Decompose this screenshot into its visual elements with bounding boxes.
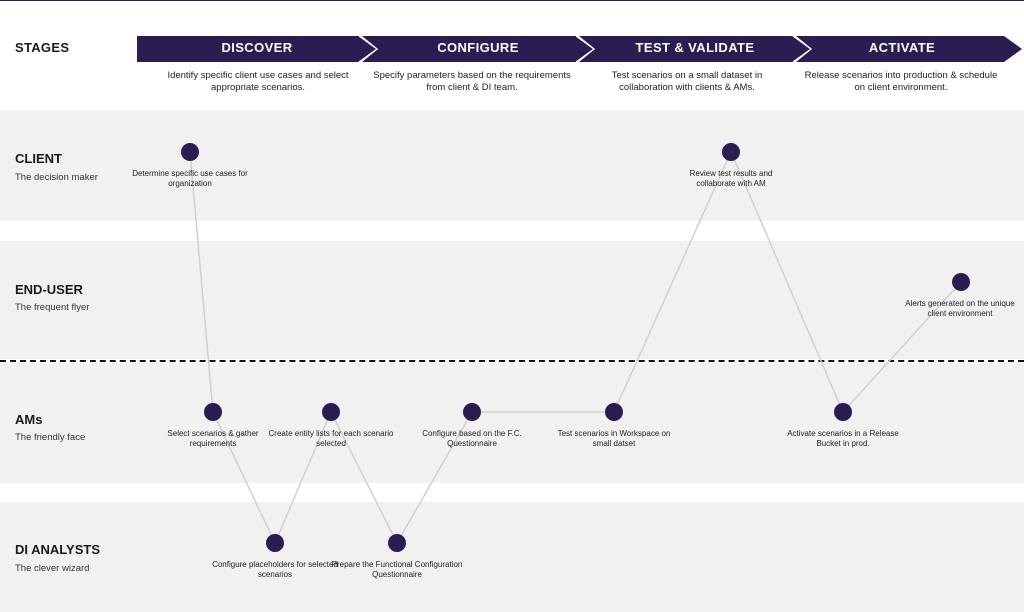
step-label-2: Select scenarios & gather requirements [167, 429, 259, 448]
top-rule [0, 0, 1024, 1]
internal-external-divider [0, 360, 1024, 362]
lane-subtitle-ams: The friendly face [15, 432, 86, 443]
step-node-1[interactable] [181, 143, 199, 161]
stage-chevron-bar [137, 35, 1022, 63]
stage-title-configure: CONFIGURE [437, 40, 519, 55]
stage-desc-test-validate: Test scenarios on a small dataset in col… [611, 70, 763, 93]
step-node-10[interactable] [952, 273, 970, 291]
stage-desc-configure: Specify parameters based on the requirem… [373, 70, 571, 93]
lane-subtitle-end-user: The frequent flyer [15, 302, 90, 313]
stage-title-activate: ACTIVATE [868, 40, 936, 55]
lane-band-di-analysts [0, 502, 1024, 612]
step-label-5: Prepare the Functional Configuration Que… [331, 560, 463, 579]
stage-chevron-configure [362, 36, 594, 62]
step-node-6[interactable] [463, 403, 481, 421]
stages-heading: STAGES [15, 40, 70, 55]
step-node-8[interactable] [722, 143, 740, 161]
lane-title-ams: AMs [15, 412, 43, 427]
step-label-6: Configure based on the F.C. Questionnair… [422, 429, 522, 448]
stage-chevron-discover [137, 36, 377, 62]
step-label-8: Review test results and collaborate with… [689, 169, 773, 188]
lane-subtitle-client: The decision maker [15, 172, 98, 183]
lane-band-client [0, 110, 1024, 221]
step-label-7: Test scenarios in Workspace on small dat… [557, 429, 671, 448]
lane-band-end-user [0, 241, 1024, 359]
step-node-2[interactable] [204, 403, 222, 421]
step-label-1: Determine specific use cases for organiz… [132, 169, 248, 188]
step-label-9: Activate scenarios in a Release Bucket i… [787, 429, 899, 448]
lane-band-ams [0, 363, 1024, 483]
lane-title-client: CLIENT [15, 151, 62, 166]
step-label-10: Alerts generated on the unique client en… [905, 299, 1015, 318]
stage-title-test-validate: TEST & VALIDATE [635, 40, 755, 55]
step-node-9[interactable] [834, 403, 852, 421]
stage-desc-activate: Release scenarios into production & sche… [804, 70, 998, 93]
step-node-3[interactable] [266, 534, 284, 552]
step-node-4[interactable] [322, 403, 340, 421]
step-node-7[interactable] [605, 403, 623, 421]
lane-title-di-analysts: DI ANALYSTS [15, 542, 100, 557]
step-node-5[interactable] [388, 534, 406, 552]
stage-title-discover: DISCOVER [221, 40, 293, 55]
lane-subtitle-di-analysts: The clever wizard [15, 563, 90, 574]
stage-chevron-test-validate [579, 36, 811, 62]
stage-desc-discover: Identify specific client use cases and s… [167, 70, 349, 93]
step-label-3: Configure placeholders for selected scen… [212, 560, 338, 579]
stage-chevron-activate [796, 36, 1022, 62]
step-label-4: Create entity lists for each scenario se… [268, 429, 394, 448]
lane-title-end-user: END-USER [15, 282, 83, 297]
